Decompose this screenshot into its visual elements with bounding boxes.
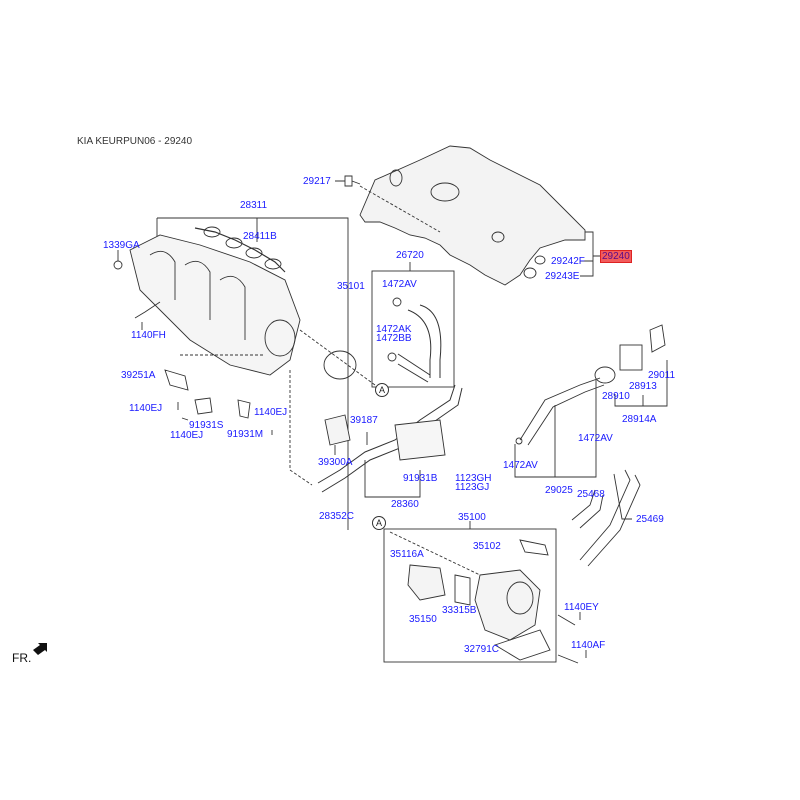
part-label-28914a[interactable]: 28914A [622, 414, 657, 425]
callout-a-lower: A [372, 516, 386, 530]
part-label-91931m[interactable]: 91931M [227, 429, 264, 440]
engine-cover [359, 145, 586, 286]
throttle-body [474, 569, 541, 641]
part-label-1123gj[interactable]: 1123GJ [455, 482, 490, 493]
part-label-1472av-right[interactable]: 1472AV [578, 433, 613, 444]
part-label-35101[interactable]: 35101 [337, 281, 365, 292]
part-label-1140ej-2[interactable]: 1140EJ [170, 430, 204, 441]
front-arrow-icon [33, 643, 47, 655]
part-label-32791c[interactable]: 32791C [464, 644, 500, 655]
part-label-1123gh[interactable]: 1123GH [455, 473, 492, 484]
part-label-1140fh[interactable]: 1140FH [131, 330, 166, 341]
part-label-25469[interactable]: 25469 [636, 514, 664, 525]
part-label-1140ey[interactable]: 1140EY [564, 602, 599, 613]
part-label-28360[interactable]: 28360 [391, 499, 419, 510]
part-label-26720[interactable]: 26720 [396, 250, 424, 261]
part-label-1472bb[interactable]: 1472BB [376, 333, 412, 344]
part-label-29011[interactable]: 29011 [648, 370, 676, 381]
part-label-39300a[interactable]: 39300A [318, 457, 353, 468]
part-label-1472av-top[interactable]: 1472AV [382, 279, 417, 290]
part-label-39187[interactable]: 39187 [350, 415, 378, 426]
part-label-91931s[interactable]: 91931S [189, 420, 224, 431]
intake-manifold [129, 234, 301, 376]
part-label-28352c[interactable]: 28352C [319, 511, 355, 522]
front-indicator-label: FR. [12, 651, 32, 665]
part-label-35116a[interactable]: 35116A [390, 549, 424, 560]
part-label-29240-highlighted[interactable]: 29240 [600, 250, 632, 263]
part-label-1339ga[interactable]: 1339GA [103, 240, 140, 251]
part-label-91931b[interactable]: 91931B [403, 473, 438, 484]
part-label-1140ej-1[interactable]: 1140EJ [129, 403, 163, 414]
part-label-33315b[interactable]: 33315B [442, 605, 477, 616]
part-label-29242f[interactable]: 29242F [551, 256, 585, 267]
part-label-28411b[interactable]: 28411B [243, 231, 277, 242]
part-label-25468[interactable]: 25468 [577, 489, 605, 500]
diagram-title: KIA KEURPUN06 - 29240 [77, 136, 193, 147]
part-label-35102[interactable]: 35102 [473, 541, 501, 552]
part-label-1140af[interactable]: 1140AF [571, 640, 606, 651]
part-label-39251a[interactable]: 39251A [121, 370, 156, 381]
callout-a-upper: A [375, 383, 389, 397]
part-label-1472av-left[interactable]: 1472AV [503, 460, 538, 471]
part-label-35150[interactable]: 35150 [409, 614, 437, 625]
part-label-28311[interactable]: 28311 [240, 200, 268, 211]
part-label-1140ej-3[interactable]: 1140EJ [254, 407, 288, 418]
part-label-1472ak[interactable]: 1472AK [376, 324, 412, 335]
part-label-29217[interactable]: 29217 [303, 176, 331, 187]
part-label-29243e[interactable]: 29243E [545, 271, 580, 282]
part-label-29025[interactable]: 29025 [545, 485, 573, 496]
part-label-35100[interactable]: 35100 [458, 512, 486, 523]
part-label-28913[interactable]: 28913 [629, 381, 657, 392]
part-label-28910[interactable]: 28910 [602, 391, 630, 402]
